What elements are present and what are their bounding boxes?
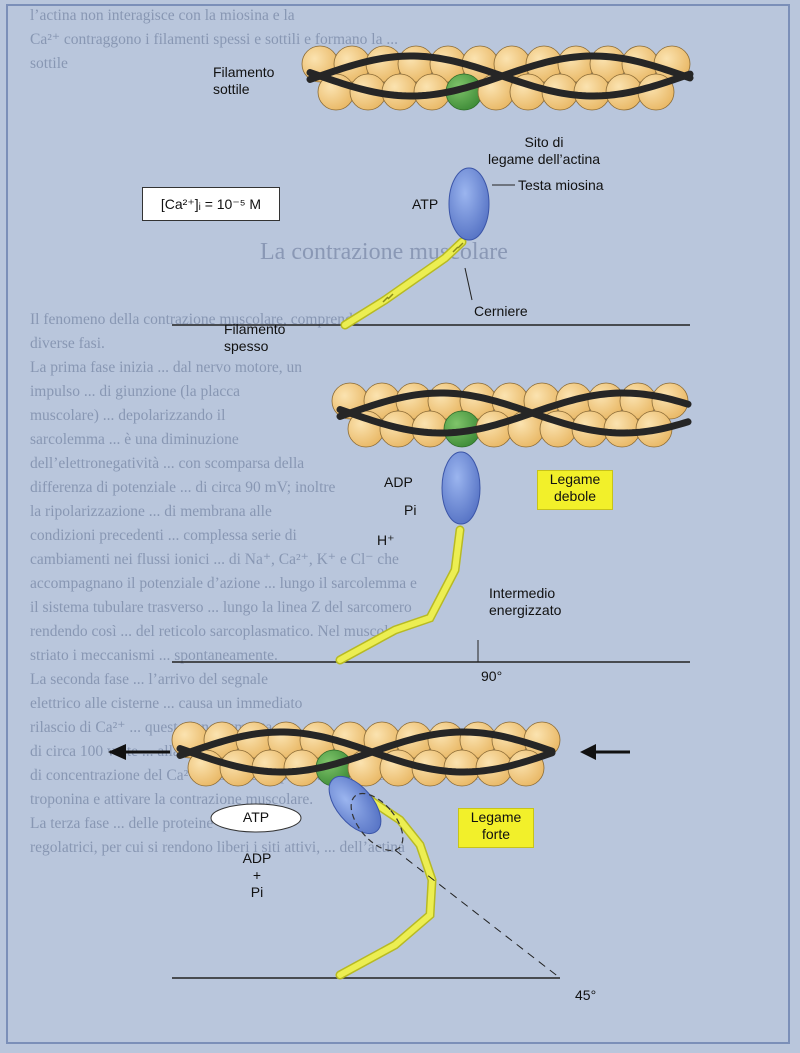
background-body-lines: Il fenomeno della contrazione muscolare,… [30, 308, 790, 860]
background-line: l’actina non interagisce con la miosina … [30, 7, 295, 24]
myosin-head-2 [441, 451, 481, 525]
page-border [6, 4, 790, 1044]
label-adp-2: ADP [384, 474, 413, 490]
label-angle-45: 45° [575, 987, 597, 1003]
label-intermediate-energized: Intermedio energizzato [489, 585, 562, 618]
label-pi-2: Pi [404, 502, 417, 518]
section-heading: La contrazione muscolare [260, 239, 508, 265]
leader-hinge-1 [464, 267, 473, 301]
label-angle-90: 90° [481, 668, 503, 684]
background-line: il sistema tubulare trasverso ... lungo … [30, 599, 412, 616]
label-atp-1: ATP [412, 196, 439, 212]
background-line: sottile [30, 55, 68, 72]
tropomyosin-strand [306, 52, 694, 100]
myosin-panel-1 [172, 167, 690, 330]
tropomyosin-strand [176, 728, 556, 776]
arrow-right-head [580, 744, 596, 760]
strong-bond-box: Legame forte [458, 808, 534, 848]
background-line: elettrico alle cisterne ... causa un imm… [30, 695, 303, 712]
label-atp-3: ATP [242, 809, 270, 825]
background-line: La prima fase inizia ... dal nervo motor… [30, 359, 303, 376]
background-line: regolatrici, per cui si rendono liberi i… [30, 839, 405, 856]
tropomyosin-strand [176, 728, 556, 776]
background-line: Il fenomeno della contrazione muscolare,… [30, 311, 360, 328]
myosin-neck-2 [337, 527, 463, 663]
background-line: accompagnano il potenziale d’azione ... … [30, 575, 417, 592]
myosin-neck-3 [337, 797, 436, 978]
background-line: rendendo così ... del reticolo sarcoplas… [30, 623, 397, 640]
label-hinges: Cerniere [474, 303, 528, 319]
background-line: condizioni precedenti ... complessa seri… [30, 527, 297, 544]
label-myosin-head: Testa miosina [518, 177, 604, 193]
label-thick-filament: Filamento spesso [224, 321, 286, 354]
label-h-plus: H⁺ [377, 532, 395, 548]
myosin-head-1 [448, 167, 490, 241]
calcium-concentration-box: [Ca²⁺]ᵢ = 10⁻⁵ M [142, 187, 280, 221]
myosin-head-3 [328, 776, 382, 834]
background-line: cambiamenti nei flussi ionici ... di Na⁺… [30, 551, 399, 568]
background-text: l’actina non interagisce con la miosina … [30, 0, 790, 1053]
background-line: muscolare) ... depolarizzando il [30, 407, 226, 424]
atp-oval [210, 803, 302, 833]
background-line: sarcolemma ... è una diminuzione [30, 431, 239, 448]
background-top-lines: l’actina non interagisce con la miosina … [30, 4, 790, 76]
arrow-left-head [108, 744, 126, 760]
background-line: diverse fasi. [30, 335, 105, 352]
background-line: differenza di potenziale ... di circa 90… [30, 479, 336, 496]
label-thin-filament: Filamento sottile [213, 64, 275, 97]
myosin-head-3-prev [350, 792, 404, 852]
background-line: La seconda fase ... l’arrivo del segnale [30, 671, 268, 688]
label-adp-pi-3: ADP + Pi [242, 850, 272, 900]
background-line: Ca²⁺ contraggono i filamenti spessi e so… [30, 31, 398, 48]
background-line: striato i meccanismi ... spontaneamente. [30, 647, 278, 664]
weak-bond-box: Legame debole [537, 470, 613, 510]
background-line: troponina e attivare la contrazione musc… [30, 791, 314, 808]
label-actin-binding-site: Sito di legame dell’actina [487, 134, 601, 167]
myosin-panel-3 [108, 744, 630, 980]
background-line: dell’elettronegatività ... con scomparsa… [30, 455, 305, 472]
myosin-panel-2 [172, 451, 690, 665]
background-line: impulso ... di giunzione (la placca [30, 383, 241, 400]
label-calcium: [Ca²⁺]ᵢ = 10⁻⁵ M [160, 196, 262, 212]
hinge-marks-1 [382, 242, 464, 303]
background-line: La terza fase ... delle proteine [30, 815, 214, 832]
background-line: la ripolarizzazione ... di membrana alle [30, 503, 272, 520]
angle-45-dashed-line [394, 849, 561, 979]
tropomyosin-strand [336, 389, 692, 437]
thin-filaments [171, 45, 694, 787]
tropomyosin-strand [336, 389, 692, 437]
myosin-neck-1 [342, 239, 465, 328]
